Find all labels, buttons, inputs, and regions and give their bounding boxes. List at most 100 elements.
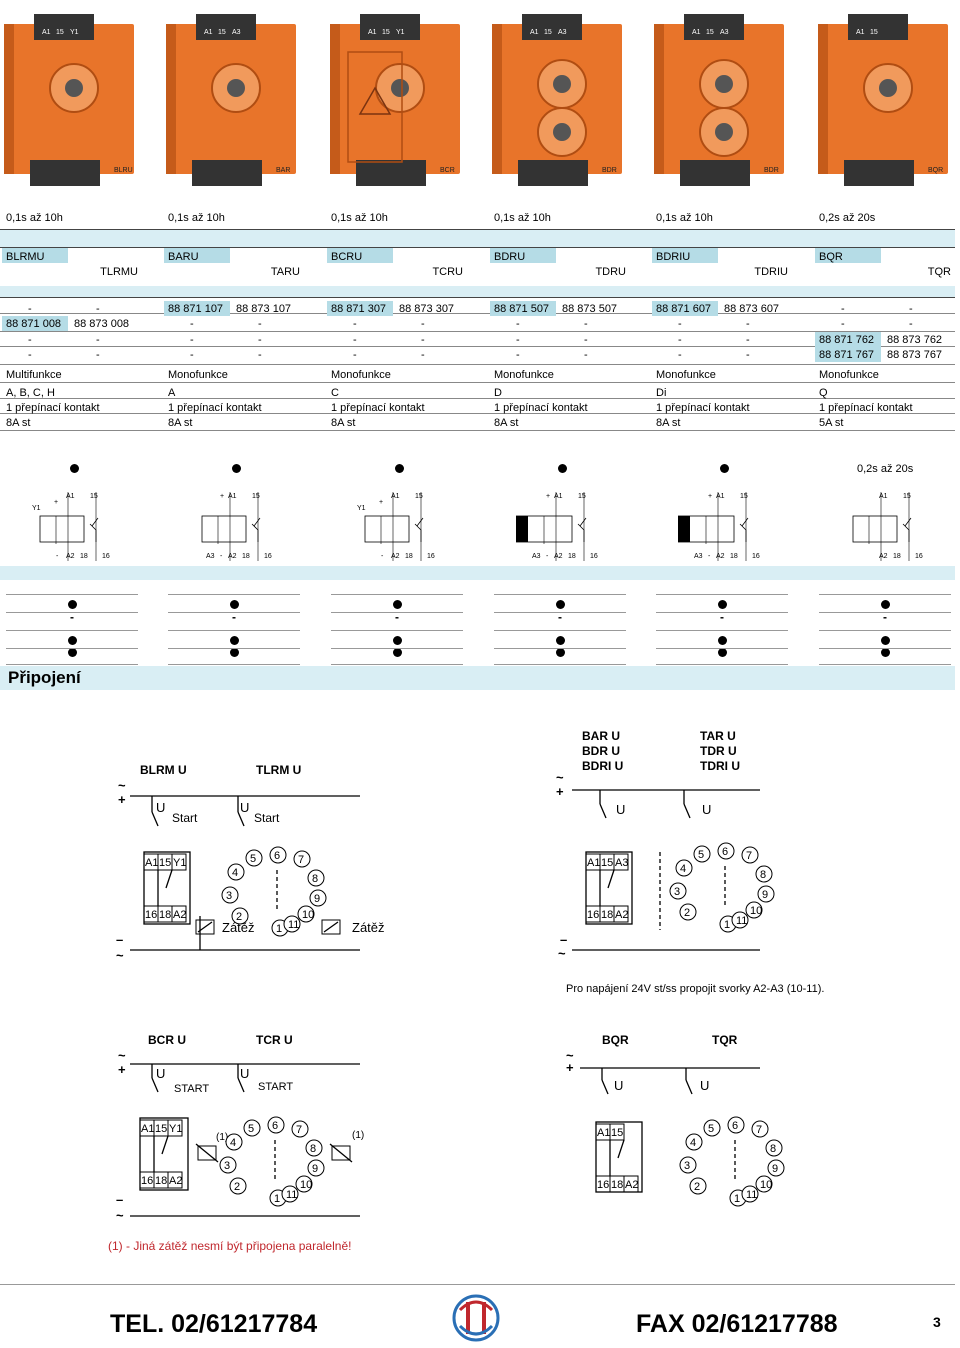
feature-dot xyxy=(230,648,239,657)
product-name-alt: TCRU xyxy=(432,266,463,278)
terminal-label: A3 xyxy=(615,857,628,869)
terminal-label: A1 xyxy=(597,1127,610,1139)
terminal xyxy=(171,905,187,923)
socket-pin-label: 4 xyxy=(230,1137,236,1149)
contact-wire xyxy=(617,1139,625,1159)
socket-pin-label: 4 xyxy=(232,867,238,879)
terminal-label: A2 xyxy=(169,1175,182,1187)
supply-minus-symbol: – xyxy=(560,932,567,947)
dial-knob xyxy=(227,79,245,97)
relay-terminal-block-bottom xyxy=(518,160,588,186)
code-highlight xyxy=(815,347,881,362)
terminal-label: 15 xyxy=(155,1123,167,1135)
time-range: 0,2s až 20s xyxy=(819,212,876,224)
code-highlight xyxy=(490,301,556,316)
coil-box xyxy=(39,515,85,543)
empty-code: - xyxy=(841,303,845,315)
empty-code-alt: - xyxy=(584,334,588,346)
empty-code: - xyxy=(190,334,194,346)
socket-pin xyxy=(679,1156,697,1174)
product-name-alt: TLRMU xyxy=(100,266,138,278)
order-code: 88 871 762 xyxy=(819,334,875,346)
socket-pin-label: 7 xyxy=(298,854,304,866)
feature-dot xyxy=(70,464,79,473)
function-type: Monofunkce xyxy=(168,369,228,381)
empty-code-alt: - xyxy=(421,318,425,330)
socket-pin-label: 9 xyxy=(314,893,320,905)
socket-pin-label: 1 xyxy=(276,923,282,935)
socket-pin-label: 6 xyxy=(732,1120,738,1132)
empty-code: - xyxy=(516,349,520,361)
load-icon xyxy=(197,921,213,933)
scheme-label: + xyxy=(54,499,58,506)
footer-fax: FAX 02/61217788 xyxy=(636,1310,838,1338)
matrix-rule xyxy=(819,664,951,665)
table-rule xyxy=(0,209,955,210)
contact-wire xyxy=(607,869,615,889)
coil-box xyxy=(852,515,898,543)
feature-dot xyxy=(395,464,404,473)
socket-pin xyxy=(745,901,763,919)
terminal-label: A2 xyxy=(615,909,628,921)
table-rule xyxy=(0,331,955,332)
scheme-label: - xyxy=(56,553,59,560)
function-type: Multifunkce xyxy=(6,369,62,381)
code-highlight xyxy=(652,301,718,316)
matrix-rule xyxy=(168,664,300,665)
matrix-rule xyxy=(494,664,626,665)
function-type: Monofunkce xyxy=(819,369,879,381)
terminal-label: A1 xyxy=(141,1123,154,1135)
diagram-title: BLRM U xyxy=(140,763,187,777)
matrix-rule xyxy=(331,630,463,631)
supply-ac-symbol: ~ xyxy=(116,948,124,963)
scheme-label: A3 xyxy=(206,553,215,560)
socket-pin-label: 10 xyxy=(760,1179,772,1191)
empty-code-alt: - xyxy=(421,349,425,361)
terminal-label: 18 xyxy=(159,909,171,921)
coil-fill xyxy=(516,516,528,542)
matrix-rule xyxy=(168,630,300,631)
terminal-label: 16 xyxy=(141,1175,153,1187)
supply-plus-symbol: + xyxy=(118,792,126,807)
terminal-label: A2 xyxy=(173,909,186,921)
start-label: Start xyxy=(254,811,280,825)
socket-pin-label: 4 xyxy=(690,1137,696,1149)
table-rule xyxy=(0,430,955,431)
scheme-label: 15 xyxy=(903,493,911,500)
section-title: Připojení xyxy=(8,668,81,687)
scheme-label: 18 xyxy=(730,553,738,560)
feature-dot xyxy=(68,600,77,609)
empty-code: - xyxy=(190,349,194,361)
scheme-label: 15 xyxy=(415,493,423,500)
terminal-label: 15 xyxy=(870,29,878,36)
supply-plus-symbol: + xyxy=(566,1060,574,1075)
diagram-label: U xyxy=(240,800,249,815)
scheme-label: A3 xyxy=(532,553,541,560)
diagram-label: U xyxy=(156,800,165,815)
table-rule xyxy=(0,313,955,314)
socket-pin xyxy=(293,850,311,868)
relay-side xyxy=(492,24,502,174)
footer-phone: TEL. 02/61217784 xyxy=(110,1310,318,1338)
socket-pin-label: 6 xyxy=(722,846,728,858)
terminal xyxy=(171,853,187,871)
table-band xyxy=(0,440,955,455)
socket-pin xyxy=(219,1156,237,1174)
code-highlight xyxy=(2,316,68,331)
empty-code-alt: - xyxy=(96,334,100,346)
socket-pin-label: 2 xyxy=(684,907,690,919)
socket-pin-label: 6 xyxy=(274,850,280,862)
socket-pin xyxy=(755,865,773,883)
socket-pin xyxy=(717,842,735,860)
scheme-label: A1 xyxy=(716,493,725,500)
scheme-label: A2 xyxy=(391,553,400,560)
terminal-label: A3 xyxy=(558,29,567,36)
scheme-label: A2 xyxy=(879,553,888,560)
relay-box xyxy=(143,851,191,925)
load-label: Zátěž xyxy=(352,920,385,935)
table-rule xyxy=(0,398,955,399)
